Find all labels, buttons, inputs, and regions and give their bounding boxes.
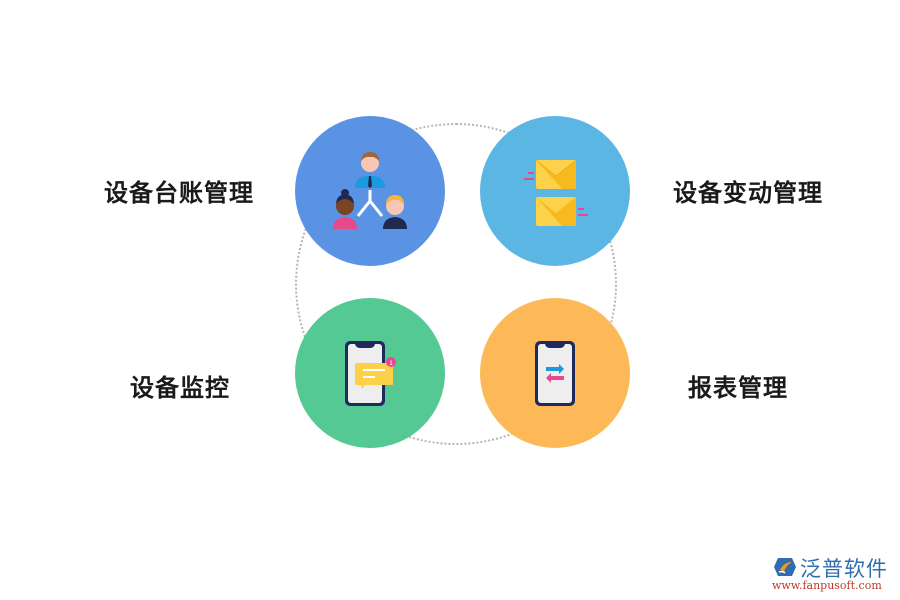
equipment-change-label: 设备变动管理 [673,179,823,207]
equipment-change-circle[interactable] [480,116,630,266]
dotted-connector-ring [295,123,617,445]
report-management-label: 报表管理 [688,374,788,402]
phone-exchange-icon [535,341,575,406]
equipment-ledger-label: 设备台账管理 [104,179,254,207]
equipment-monitor-circle[interactable]: 1 [295,298,445,448]
equipment-monitor-label: 设备监控 [130,374,230,402]
logo-brand-name: 泛普软件 [800,557,888,581]
equipment-ledger-circle[interactable] [295,116,445,266]
fanpu-logo-mark-icon [774,558,796,576]
logo-url: www.fanpusoft.com [772,579,882,592]
fanpu-logo: 泛普软件 www.fanpusoft.com [770,553,895,598]
svg-text:1: 1 [389,361,393,367]
org-chart-people-icon [333,152,407,229]
report-management-circle[interactable] [480,298,630,448]
envelopes-icon [524,159,588,226]
phone-notification-icon: 1 [345,341,396,406]
